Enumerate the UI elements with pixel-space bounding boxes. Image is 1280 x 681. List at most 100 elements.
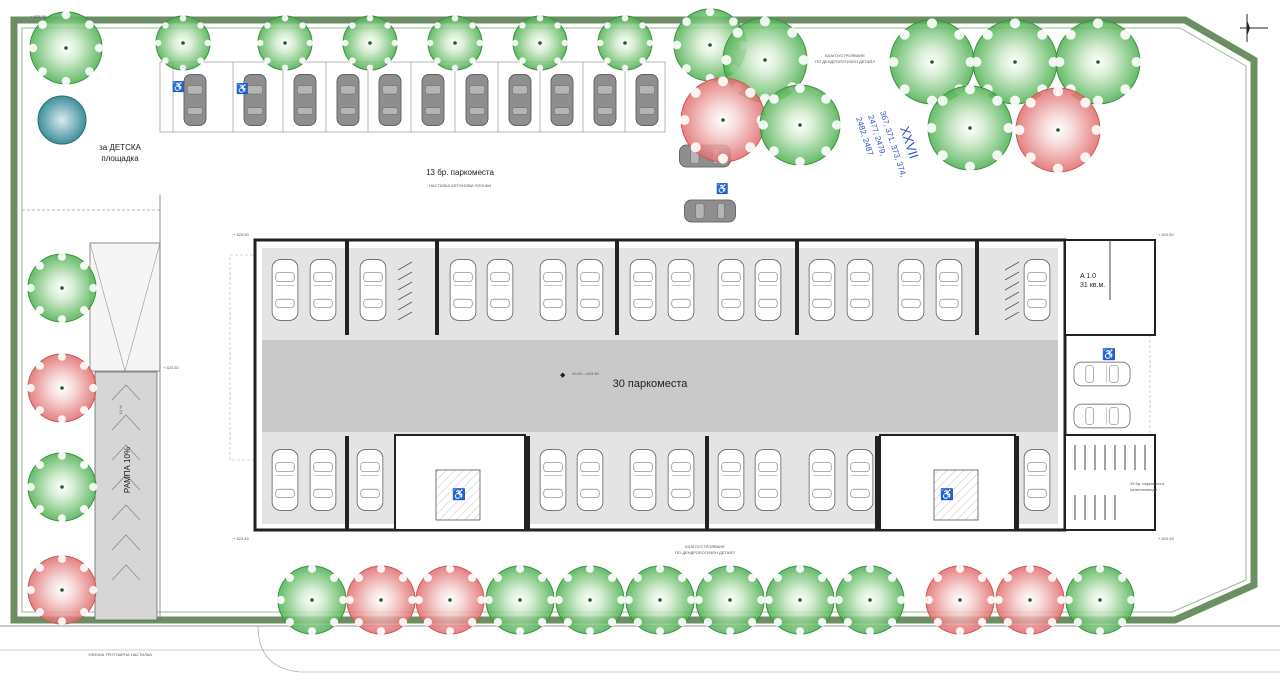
garage-car bbox=[754, 259, 782, 321]
elevation-street: + 623.50 bbox=[163, 365, 179, 370]
elevation-top-left: + 623.75 bbox=[30, 14, 46, 19]
ramp-label: РАМПА 10% bbox=[123, 447, 132, 493]
garage-cars bbox=[271, 259, 1051, 511]
tree-new-icon bbox=[26, 252, 98, 324]
tree-existing-icon bbox=[26, 554, 98, 626]
surface-car bbox=[593, 74, 617, 126]
surface-car bbox=[293, 74, 317, 126]
tree-new-icon bbox=[511, 14, 569, 72]
surface-car bbox=[183, 74, 207, 126]
playground-tree bbox=[37, 95, 87, 145]
room-id: A 1.0 bbox=[1080, 273, 1096, 280]
elevation-right: + 623.50 bbox=[1158, 232, 1174, 237]
surface-car bbox=[378, 74, 402, 126]
accessible-spot-icon: ♿ bbox=[236, 82, 248, 95]
tree-new-icon bbox=[694, 564, 766, 636]
tree-new-icon bbox=[1054, 18, 1142, 106]
room-area: 31 кв.м. bbox=[1080, 282, 1105, 289]
tree-new-icon bbox=[28, 10, 104, 86]
tree-existing-icon bbox=[345, 564, 417, 636]
garage-car bbox=[629, 259, 657, 321]
garage-car bbox=[754, 449, 782, 511]
surface-paving-label: НАСТИЛКА БЕТОНОВИ ПЛОЧКИ bbox=[429, 183, 491, 188]
landscape-top-1: БЛАГОУСТРОЯВАНЕ bbox=[825, 53, 865, 58]
garage-building: ♿ ♿ A 1.0 31 кв.м. 15 бр. паркоместа за … bbox=[229, 238, 1165, 532]
elevation-bottom-left: + 623.45 bbox=[233, 536, 249, 541]
garage-car bbox=[667, 259, 695, 321]
tree-new-icon bbox=[596, 14, 654, 72]
garage-car bbox=[717, 449, 745, 511]
garage-car bbox=[808, 449, 836, 511]
garage-car bbox=[717, 259, 745, 321]
garage-car bbox=[629, 449, 657, 511]
landscape-bottom-2: ПО ДЕНДРОЛОГИЧЕН ДЕТАЙЛ bbox=[675, 550, 735, 555]
tree-new-icon bbox=[554, 564, 626, 636]
surface-car bbox=[243, 74, 267, 126]
tree-new-icon bbox=[764, 564, 836, 636]
garage-car bbox=[576, 449, 604, 511]
accessible-spot-icon: ♿ bbox=[172, 80, 184, 93]
garage-parking-label: 30 паркоместа bbox=[613, 378, 689, 390]
garage-car bbox=[271, 449, 299, 511]
ramp-slope-label: 10 % bbox=[118, 405, 123, 415]
garage-car bbox=[1023, 259, 1051, 321]
tree-existing-icon bbox=[679, 76, 767, 164]
garage-car bbox=[359, 259, 387, 321]
garage-car bbox=[309, 449, 337, 511]
garage-car bbox=[539, 259, 567, 321]
elevation-bottom-right: + 623.45 bbox=[1158, 536, 1174, 541]
tree-new-icon bbox=[26, 451, 98, 523]
garage-car bbox=[935, 259, 963, 321]
garage-car bbox=[309, 259, 337, 321]
tree-new-icon bbox=[1064, 564, 1136, 636]
tree-existing-icon bbox=[924, 564, 996, 636]
playground-label-1: за ДЕТСКА bbox=[99, 143, 141, 152]
garage-car bbox=[1023, 449, 1051, 511]
tree-new-icon bbox=[758, 83, 842, 167]
garage-car bbox=[576, 259, 604, 321]
north-arrow-icon bbox=[1240, 14, 1268, 42]
garage-car bbox=[486, 259, 514, 321]
bike-area bbox=[1064, 434, 1156, 531]
street bbox=[0, 625, 1280, 673]
tree-existing-icon bbox=[26, 352, 98, 424]
surface-car bbox=[508, 74, 532, 126]
landscape-bottom-1: БЛАГОУСТРОЯВАНЕ bbox=[685, 544, 725, 549]
surface-car bbox=[465, 74, 489, 126]
garage-car bbox=[356, 449, 384, 511]
garage-car bbox=[808, 259, 836, 321]
playground-label-2: площадка bbox=[101, 154, 139, 163]
garage-car bbox=[846, 449, 874, 511]
bikes-label-1: 15 бр. паркоместа bbox=[1130, 481, 1165, 486]
bikes-label-2: за велосипеди bbox=[1130, 487, 1157, 492]
surface-car bbox=[421, 74, 445, 126]
tree-new-icon bbox=[926, 84, 1014, 172]
elevation-left: + 623.50 bbox=[233, 232, 249, 237]
tree-new-icon bbox=[341, 14, 399, 72]
sidewalk-label: УЛИЧНА ТРОТОАРНА НАСТИЛКА bbox=[88, 652, 152, 657]
svg-text:♿: ♿ bbox=[1102, 348, 1116, 361]
surface-parking: 13 бр. паркоместа НАСТИЛКА БЕТОНОВИ ПЛОЧ… bbox=[159, 61, 666, 188]
ramp: РАМПА 10% 10 % bbox=[89, 195, 161, 621]
garage-car bbox=[897, 259, 925, 321]
tree-existing-icon bbox=[414, 564, 486, 636]
surface-car bbox=[336, 74, 360, 126]
garage-car bbox=[667, 449, 695, 511]
tree-new-icon bbox=[834, 564, 906, 636]
tree-new-icon bbox=[256, 14, 314, 72]
svg-text:♿: ♿ bbox=[716, 182, 728, 195]
extra-surface-cars: ♿ bbox=[679, 144, 736, 223]
tree-new-icon bbox=[154, 14, 212, 72]
landscape-top-2: ПО ДЕНДРОЛОГИЧЕН ДЕТАЙЛ bbox=[815, 59, 875, 64]
elevation-mark: ±0.00 = 623.50 bbox=[572, 371, 600, 376]
tree-new-icon bbox=[624, 564, 696, 636]
surface-car bbox=[550, 74, 574, 126]
tree-new-icon bbox=[426, 14, 484, 72]
tree-new-icon bbox=[276, 564, 348, 636]
svg-text:◆: ◆ bbox=[560, 372, 566, 379]
tree-existing-icon bbox=[994, 564, 1066, 636]
svg-text:♿: ♿ bbox=[940, 488, 954, 501]
garage-car bbox=[539, 449, 567, 511]
playground-area: за ДЕТСКА площадка bbox=[22, 95, 160, 211]
